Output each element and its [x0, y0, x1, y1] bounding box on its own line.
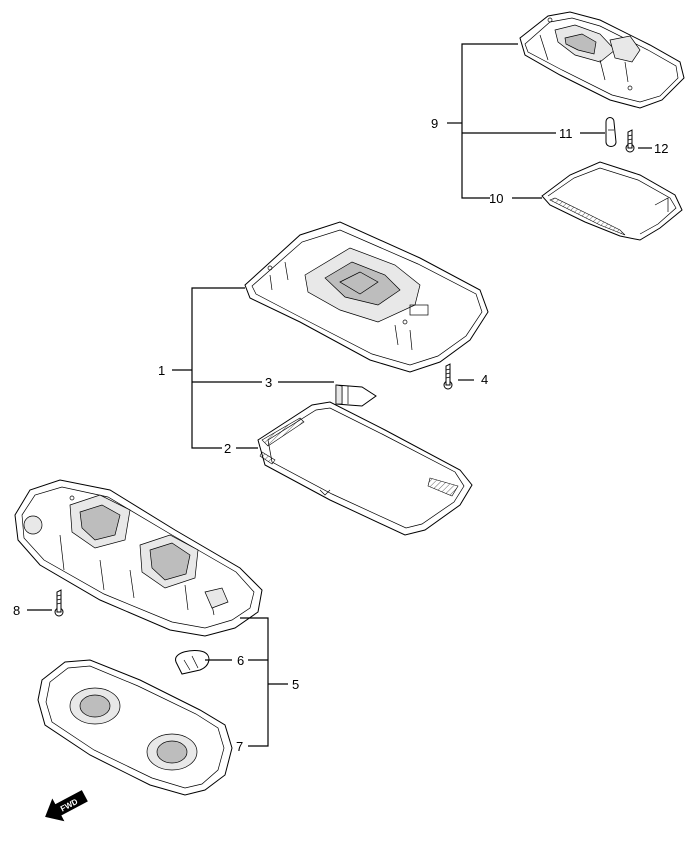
- callout-5: 5: [292, 677, 299, 692]
- lamp-assembly-top: [447, 11, 685, 241]
- lamp-assembly-middle: [172, 221, 489, 536]
- callout-4: 4: [481, 372, 488, 387]
- bulb-3[interactable]: [335, 384, 377, 407]
- screw-12[interactable]: [625, 129, 635, 153]
- callout-3: 3: [265, 375, 272, 390]
- lamp-lens-10[interactable]: [541, 161, 683, 241]
- callout-2: 2: [224, 441, 231, 456]
- callout-7: 7: [236, 739, 243, 754]
- callout-10: 10: [489, 191, 503, 206]
- callout-9: 9: [431, 116, 438, 131]
- bulb-6[interactable]: [175, 649, 210, 675]
- screw-8[interactable]: [54, 589, 64, 617]
- callout-labels: 1 2 3 4 5 6 7 8 9 10 11 12: [13, 116, 668, 754]
- lamp-lens-2[interactable]: [257, 401, 473, 536]
- lamp-assembly-bottom: [14, 479, 288, 796]
- callout-12: 12: [654, 141, 668, 156]
- callout-6: 6: [237, 653, 244, 668]
- screw-4[interactable]: [443, 363, 453, 390]
- callout-1: 1: [158, 363, 165, 378]
- bulb-11[interactable]: [605, 117, 617, 147]
- forward-arrow-icon: FWD: [45, 790, 88, 822]
- lamp-housing-5[interactable]: [14, 479, 263, 637]
- callout-11: 11: [559, 126, 573, 141]
- lamp-housing-1[interactable]: [244, 221, 489, 373]
- lamp-housing-9[interactable]: [519, 11, 685, 109]
- callout-8: 8: [13, 603, 20, 618]
- lamp-lens-7[interactable]: [37, 659, 233, 796]
